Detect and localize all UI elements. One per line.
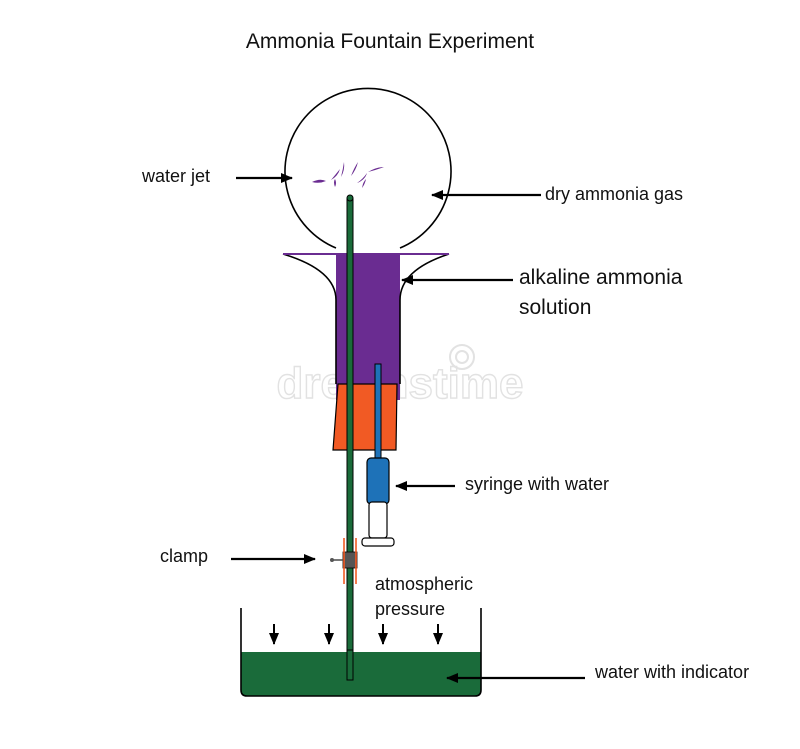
glass-tube-submerged: [346, 649, 354, 681]
glass-tube: [346, 197, 354, 681]
syringe-plunger-head: [361, 537, 395, 547]
syringe-needle: [374, 363, 382, 461]
label-clamp: clamp: [160, 546, 208, 566]
label-solution-line1: alkaline ammonia: [519, 266, 683, 289]
watermark-swirl-inner: [455, 350, 469, 364]
label-water-indicator: water with indicator: [594, 662, 749, 682]
label-dry-ammonia-gas: dry ammonia gas: [545, 184, 683, 204]
syringe-barrel: [366, 457, 390, 505]
label-pressure-line1: atmospheric: [375, 574, 473, 594]
syringe-plunger: [368, 501, 388, 539]
trough-water: [241, 652, 481, 696]
water-jet-spray: [312, 162, 384, 188]
pressure-arrows: [269, 624, 443, 645]
trough-vessel: [240, 608, 482, 697]
diagram-title: Ammonia Fountain Experiment: [246, 30, 534, 53]
label-syringe: syringe with water: [465, 474, 609, 494]
round-bottom-flask: [284, 87, 452, 249]
rubber-stopper: [332, 383, 398, 451]
label-water-jet: water jet: [141, 166, 210, 186]
tube-clamp: [330, 538, 358, 584]
tube-tip: [346, 194, 354, 202]
watermark-swirl-icon: [449, 344, 475, 370]
label-pressure-line2: pressure: [375, 599, 445, 619]
label-solution-line2: solution: [519, 296, 591, 319]
